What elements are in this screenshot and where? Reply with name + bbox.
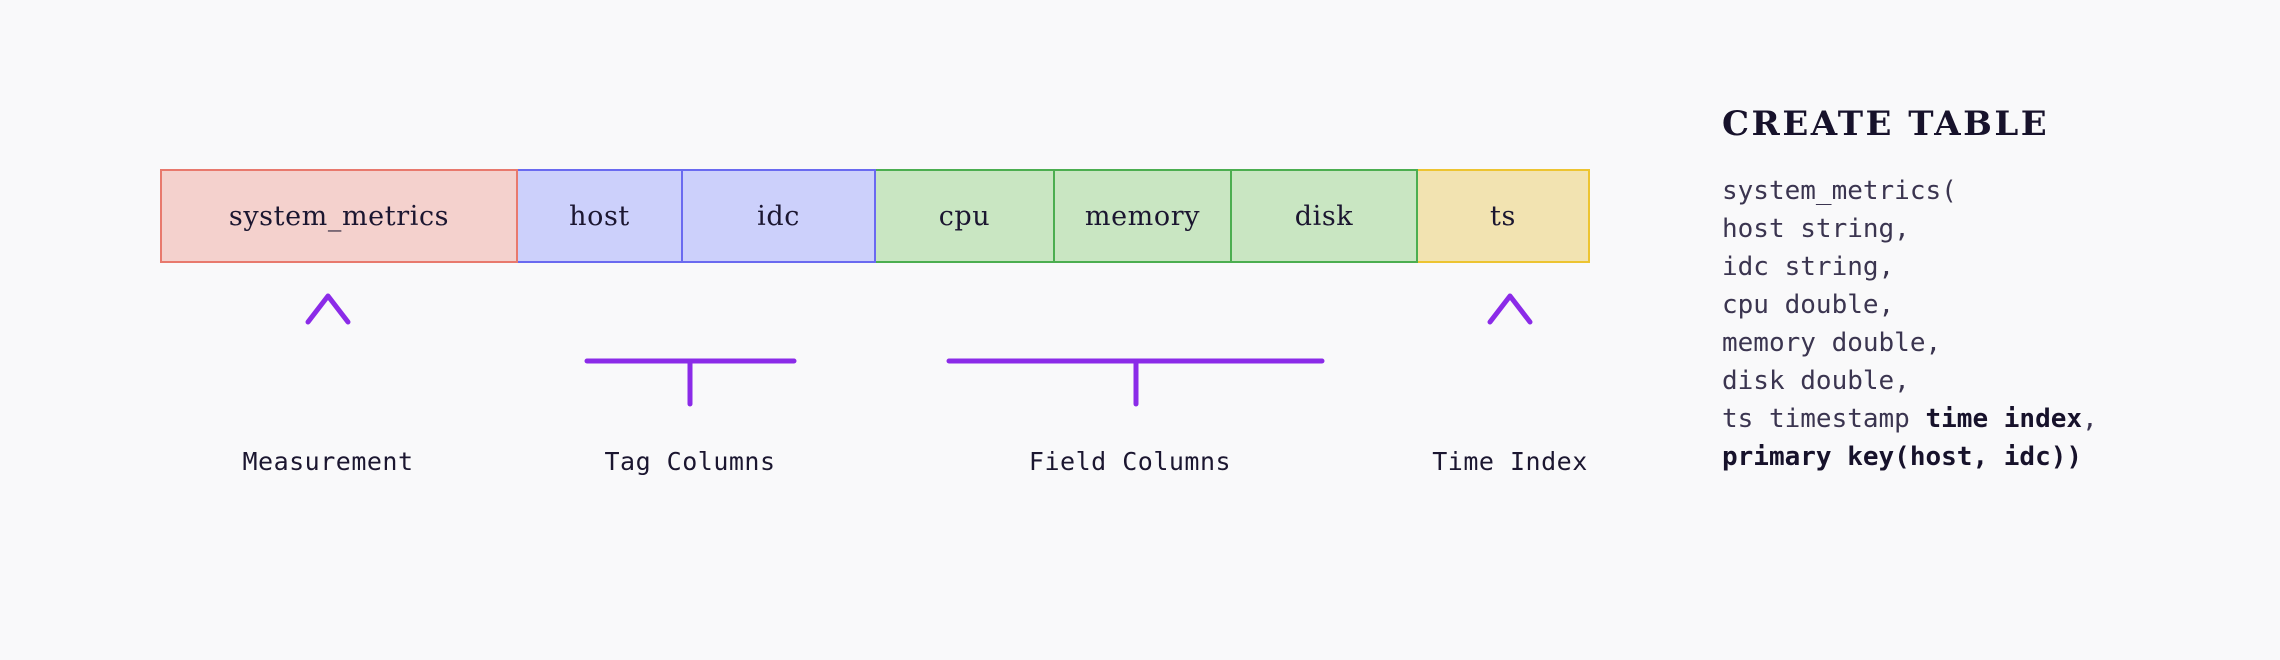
schema-cell-label: disk (1294, 200, 1354, 232)
code-line: cpu double, (1722, 290, 1895, 320)
schema-cell-memory: memory (1053, 169, 1232, 263)
schema-cell-idc: idc (681, 169, 876, 263)
code-line: system_metrics( (1722, 176, 1957, 206)
schema-table: system_metrics host idc cpu memory disk … (160, 169, 1590, 263)
schema-cell-label: memory (1084, 200, 1201, 232)
create-table-panel: CREATE TABLE system_metrics( host string… (1722, 104, 2098, 476)
annotation-label-field-columns: Field Columns (1028, 447, 1232, 476)
schema-cell-ts: ts (1416, 169, 1590, 263)
schema-cell-cpu: cpu (874, 169, 1055, 263)
create-table-body: system_metrics( host string, idc string,… (1722, 172, 2098, 476)
schema-cell-label: idc (757, 200, 800, 232)
code-line: idc string, (1722, 252, 1895, 282)
create-table-title: CREATE TABLE (1722, 104, 2050, 144)
code-line-time-index: ts timestamp time index, (1722, 404, 2098, 434)
code-line: disk double, (1722, 366, 1910, 396)
code-line: host string, (1722, 214, 1910, 244)
annotation-label-tag-columns: Tag Columns (604, 447, 776, 476)
annotation-arrow-measurement (305, 293, 351, 409)
annotation-bracket-tag-columns (584, 299, 797, 407)
annotation-label-measurement: Measurement (242, 447, 414, 476)
code-line: memory double, (1722, 328, 1942, 358)
schema-cell-label: system_metrics (228, 200, 450, 232)
schema-cell-label: host (569, 200, 630, 232)
schema-cell-label: cpu (938, 200, 991, 232)
schema-cell-disk: disk (1230, 169, 1418, 263)
schema-cell-label: ts (1490, 200, 1516, 232)
code-line-primary-key: primary key(host, idc)) (1722, 442, 2083, 472)
annotation-arrow-time-index (1487, 293, 1533, 409)
annotation-label-time-index: Time Index (1432, 447, 1588, 476)
annotation-bracket-field-columns (946, 299, 1325, 407)
schema-cell-host: host (516, 169, 683, 263)
schema-cell-measurement: system_metrics (160, 169, 518, 263)
